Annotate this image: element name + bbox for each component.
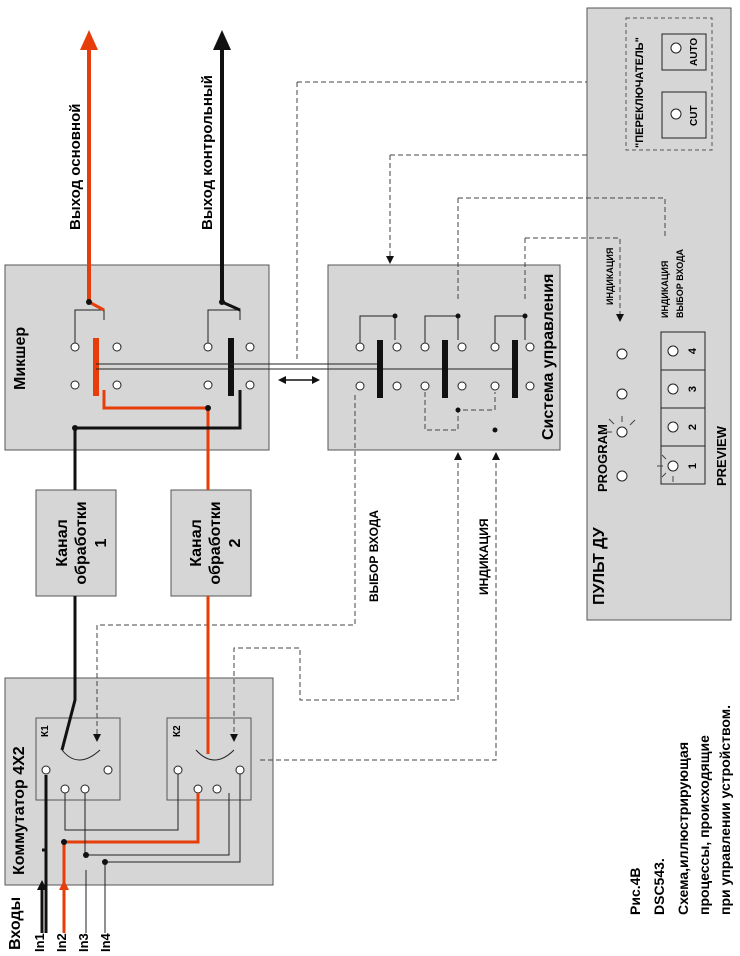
input-in2: In2: [54, 933, 69, 952]
auto-button[interactable]: [661, 33, 707, 71]
auto-label: AUTO: [689, 38, 700, 66]
indication-signal-label: ИНДИКАЦИЯ: [477, 519, 491, 595]
caption-model: DSC543.: [651, 858, 667, 915]
input-select-signal-label: ВЫБОР ВХОДА: [367, 510, 381, 602]
program-glow-icon: [606, 416, 636, 433]
program-led-3: [616, 388, 628, 400]
channel1-line1: Канал: [54, 519, 71, 567]
caption-line2: процессы, происходящие: [696, 735, 712, 915]
channel2-line3: 2: [227, 538, 244, 547]
output-control-label: Выход контрольный: [199, 75, 216, 230]
channel1-line2: обработки: [73, 501, 90, 584]
indication-top-label: ИНДИКАЦИЯ: [605, 248, 615, 305]
caption-line1: Схема,иллюстрирующая: [675, 742, 691, 915]
output-main-label: Выход основной: [67, 104, 84, 230]
mixer-block: [4, 264, 270, 451]
switcher-wiring: [41, 596, 245, 933]
remote-internals: [606, 17, 713, 485]
preview-button-2[interactable]: 2: [687, 424, 699, 430]
mixer-control-link: [278, 376, 320, 384]
indication-select-label-2: ВЫБОР ВХОДА: [675, 248, 685, 318]
program-led-4: [616, 348, 628, 360]
output-main-arrow: [80, 30, 98, 302]
channel2-line2: обработки: [207, 501, 224, 584]
channel1-label: Канал обработки 1: [54, 501, 110, 584]
channel2-label: Канал обработки 2: [188, 501, 244, 584]
input-in3: In3: [76, 933, 91, 952]
figure-caption: Рис.4В DSC543. Схема,иллюстрирующая проц…: [627, 705, 733, 915]
program-led-1: [616, 470, 628, 482]
cut-button[interactable]: [661, 91, 707, 139]
k1-label: К1: [40, 725, 51, 737]
remote-title: ПУЛЬТ ДУ: [591, 526, 608, 605]
preview-button-4[interactable]: 4: [687, 347, 699, 354]
caption-line3: при управлении устройством.: [717, 705, 733, 915]
mixer-wiring: [70, 299, 515, 490]
inputs-title: Входы: [7, 897, 24, 950]
program-label: PROGRAM: [595, 424, 610, 492]
input-in1: In1: [32, 933, 47, 952]
preview-label: PREVIEW: [714, 425, 729, 486]
remote-panel: [586, 7, 732, 621]
channel2-line1: Канал: [188, 519, 205, 567]
channel1-line3: 1: [93, 538, 110, 547]
preview-button-1[interactable]: 1: [687, 463, 699, 469]
k1-block: [35, 717, 121, 801]
indication-select-label-1: ИНДИКАЦИЯ: [660, 261, 670, 318]
channel2-block: [170, 489, 252, 597]
input-lines: [37, 850, 69, 933]
cut-label: CUT: [689, 105, 700, 126]
channel1-block: [35, 489, 117, 597]
switcher-title: Коммутатор 4Х2: [11, 746, 28, 875]
output-control-arrow: [213, 30, 231, 302]
control-system-wiring: [355, 313, 535, 433]
input-in4: In4: [98, 932, 113, 952]
control-system-title: Система управления: [540, 274, 557, 440]
program-led-2: [616, 426, 628, 438]
caption-fig: Рис.4В: [627, 867, 643, 915]
mixer-title: Микшер: [12, 327, 29, 390]
preview-button-3[interactable]: 3: [687, 386, 699, 392]
preview-glow-icon: [657, 454, 674, 482]
dashed-control-lines: [93, 81, 666, 761]
k2-label: К2: [172, 725, 183, 737]
switch-group-label: "ПЕРЕКЛЮЧАТЕЛЬ": [634, 37, 646, 148]
